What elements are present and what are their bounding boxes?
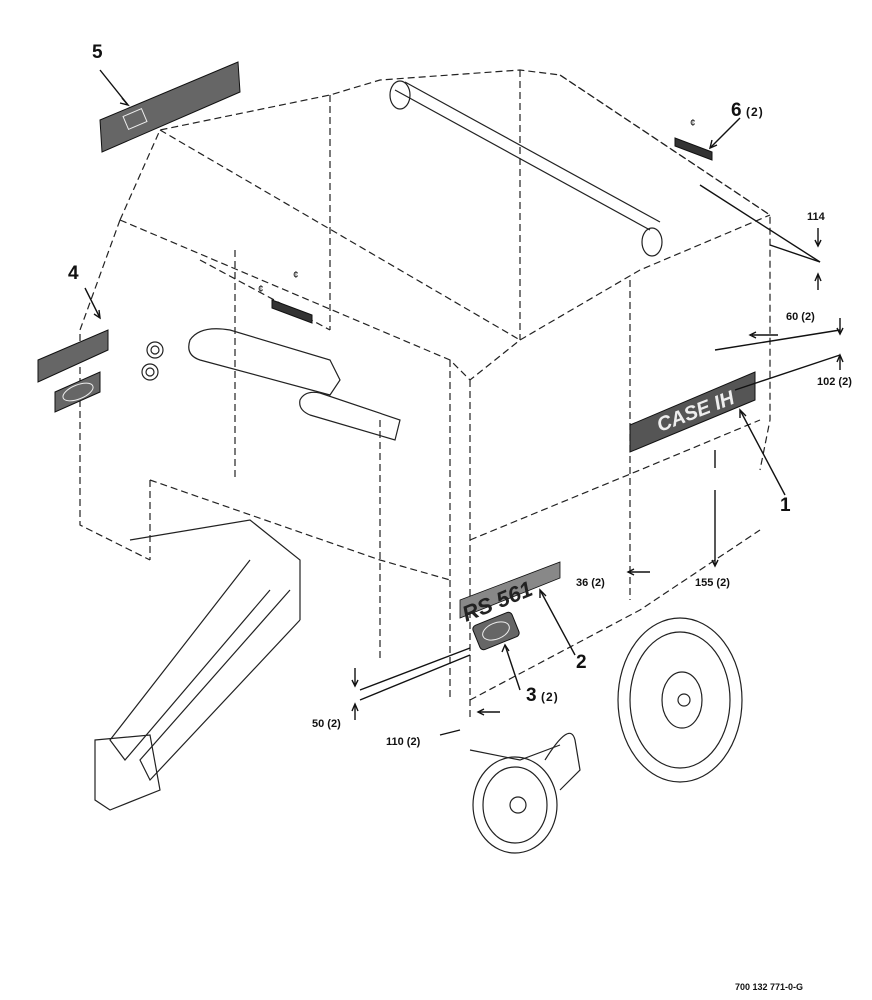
svg-text:¢: ¢ (293, 270, 299, 281)
baler-hood (79, 69, 771, 720)
dimension-114: 114 (807, 211, 825, 223)
decal-case-ih-side: CASE IH (629, 371, 756, 453)
callout-3-quantity: (2) (541, 690, 559, 704)
decal-top-plate (99, 61, 241, 153)
svg-text:¢: ¢ (690, 118, 696, 129)
callout-3-number: 3 (526, 685, 537, 706)
callout-6-number: 6 (731, 100, 742, 121)
callout-1-number: 1 (780, 495, 791, 516)
hitch-tongue (94, 519, 301, 811)
dimension-102: 102 (2) (817, 376, 852, 388)
callout-4: 4 (68, 263, 79, 285)
callout-6-quantity: (2) (746, 105, 764, 119)
centerline-markers: ¢ ¢ ¢ (258, 118, 696, 295)
callout-5-number: 5 (92, 42, 103, 63)
svg-text:¢: ¢ (258, 284, 264, 295)
decal-logo-small (472, 611, 520, 651)
decal-rear-small (674, 137, 713, 161)
dimension-60: 60 (2) (786, 311, 815, 323)
callout-2: 2 (576, 652, 587, 674)
callout-4-number: 4 (68, 263, 79, 284)
dimension-155: 155 (2) (695, 577, 730, 589)
internal-rollers (141, 80, 663, 441)
decal-left-side (37, 329, 109, 413)
callout-6: 6 (2) (731, 100, 764, 122)
leader-lines (84, 69, 844, 736)
case-ih-decal-text: CASE IH (654, 387, 738, 437)
callout-1: 1 (780, 495, 791, 517)
main-wheel (617, 617, 743, 783)
callout-5: 5 (92, 42, 103, 64)
decal-hood-center (271, 299, 313, 324)
callout-3: 3 (2) (526, 685, 559, 707)
callout-2-number: 2 (576, 652, 587, 673)
drawing-reference-number: 700 132 771-0-G (735, 982, 804, 992)
gauge-wheel (469, 732, 581, 854)
dimension-36: 36 (2) (576, 577, 605, 589)
dimension-110: 110 (2) (386, 736, 421, 748)
dimension-50: 50 (2) (312, 718, 341, 730)
